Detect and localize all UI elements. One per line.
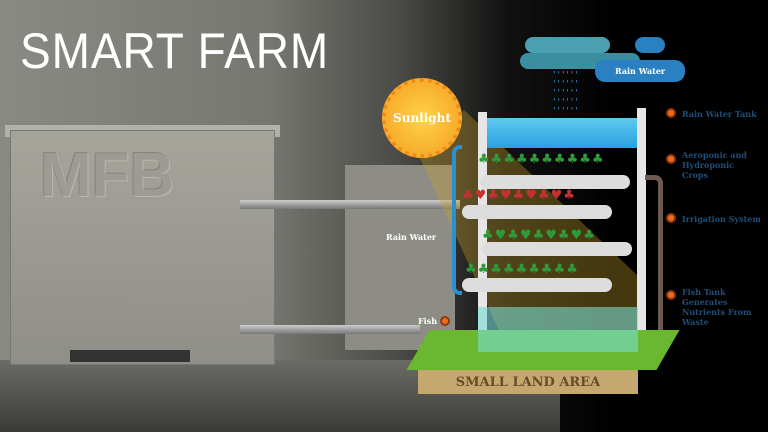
- callout-dot: [666, 290, 676, 300]
- cloud-icon: [595, 60, 685, 82]
- cloud-icon: [635, 37, 665, 53]
- pump-housing: [345, 165, 455, 350]
- sun-icon: Sunlight: [382, 78, 462, 158]
- crops-icon: ♣♣♣♣♣♣♣♣♣: [465, 262, 579, 277]
- rain-pipe: [452, 145, 462, 295]
- fish-callout-dot: [440, 316, 450, 326]
- rack-post: [478, 112, 487, 352]
- rain-icon: '''''''''''''''''''''''''''''': [553, 71, 580, 117]
- pipe: [240, 325, 420, 334]
- strawberry-icon: ♣♥♣♥♣♥♣♥♣: [462, 188, 576, 203]
- grow-shelf: [482, 242, 632, 256]
- callout-rain-water-tank: Rain Water Tank: [682, 109, 757, 119]
- rain-pipe-label: Rain Water: [386, 232, 437, 242]
- page-title: SMART FARM: [20, 23, 330, 79]
- sun-label: Sunlight: [393, 111, 451, 125]
- fish-tank: [478, 307, 638, 352]
- mfb-tank: [10, 130, 275, 365]
- callout-fish-tank: Fish Tank Generates Nutrients From Waste: [682, 287, 752, 327]
- rain-cloud-label: Rain Water: [615, 66, 666, 76]
- land-label: SMALL LAND AREA: [418, 370, 638, 394]
- callout-dot: [666, 213, 676, 223]
- tank-slot: [70, 350, 190, 362]
- callout-dot: [666, 108, 676, 118]
- tank-logo: MFB: [40, 141, 175, 210]
- callout-crops: Aeroponic and Hydroponic Crops: [682, 150, 747, 180]
- grow-shelf: [480, 175, 630, 189]
- crops-icon: ♣♥♣♥♣♥♣♥♣: [482, 228, 596, 243]
- callout-irrigation: Irrigation System: [682, 214, 761, 224]
- pipe: [240, 200, 460, 209]
- cloud-icon: [525, 37, 610, 53]
- grow-shelf: [462, 278, 612, 292]
- callout-dot: [666, 154, 676, 164]
- rack-post: [637, 108, 646, 353]
- crops-icon: ♣♣♣♣♣♣♣♣♣♣: [478, 152, 605, 167]
- irrigation-pipe: [645, 175, 663, 345]
- rain-water-tank: [480, 118, 638, 148]
- grow-shelf: [462, 205, 612, 219]
- fish-label: Fish: [418, 316, 438, 326]
